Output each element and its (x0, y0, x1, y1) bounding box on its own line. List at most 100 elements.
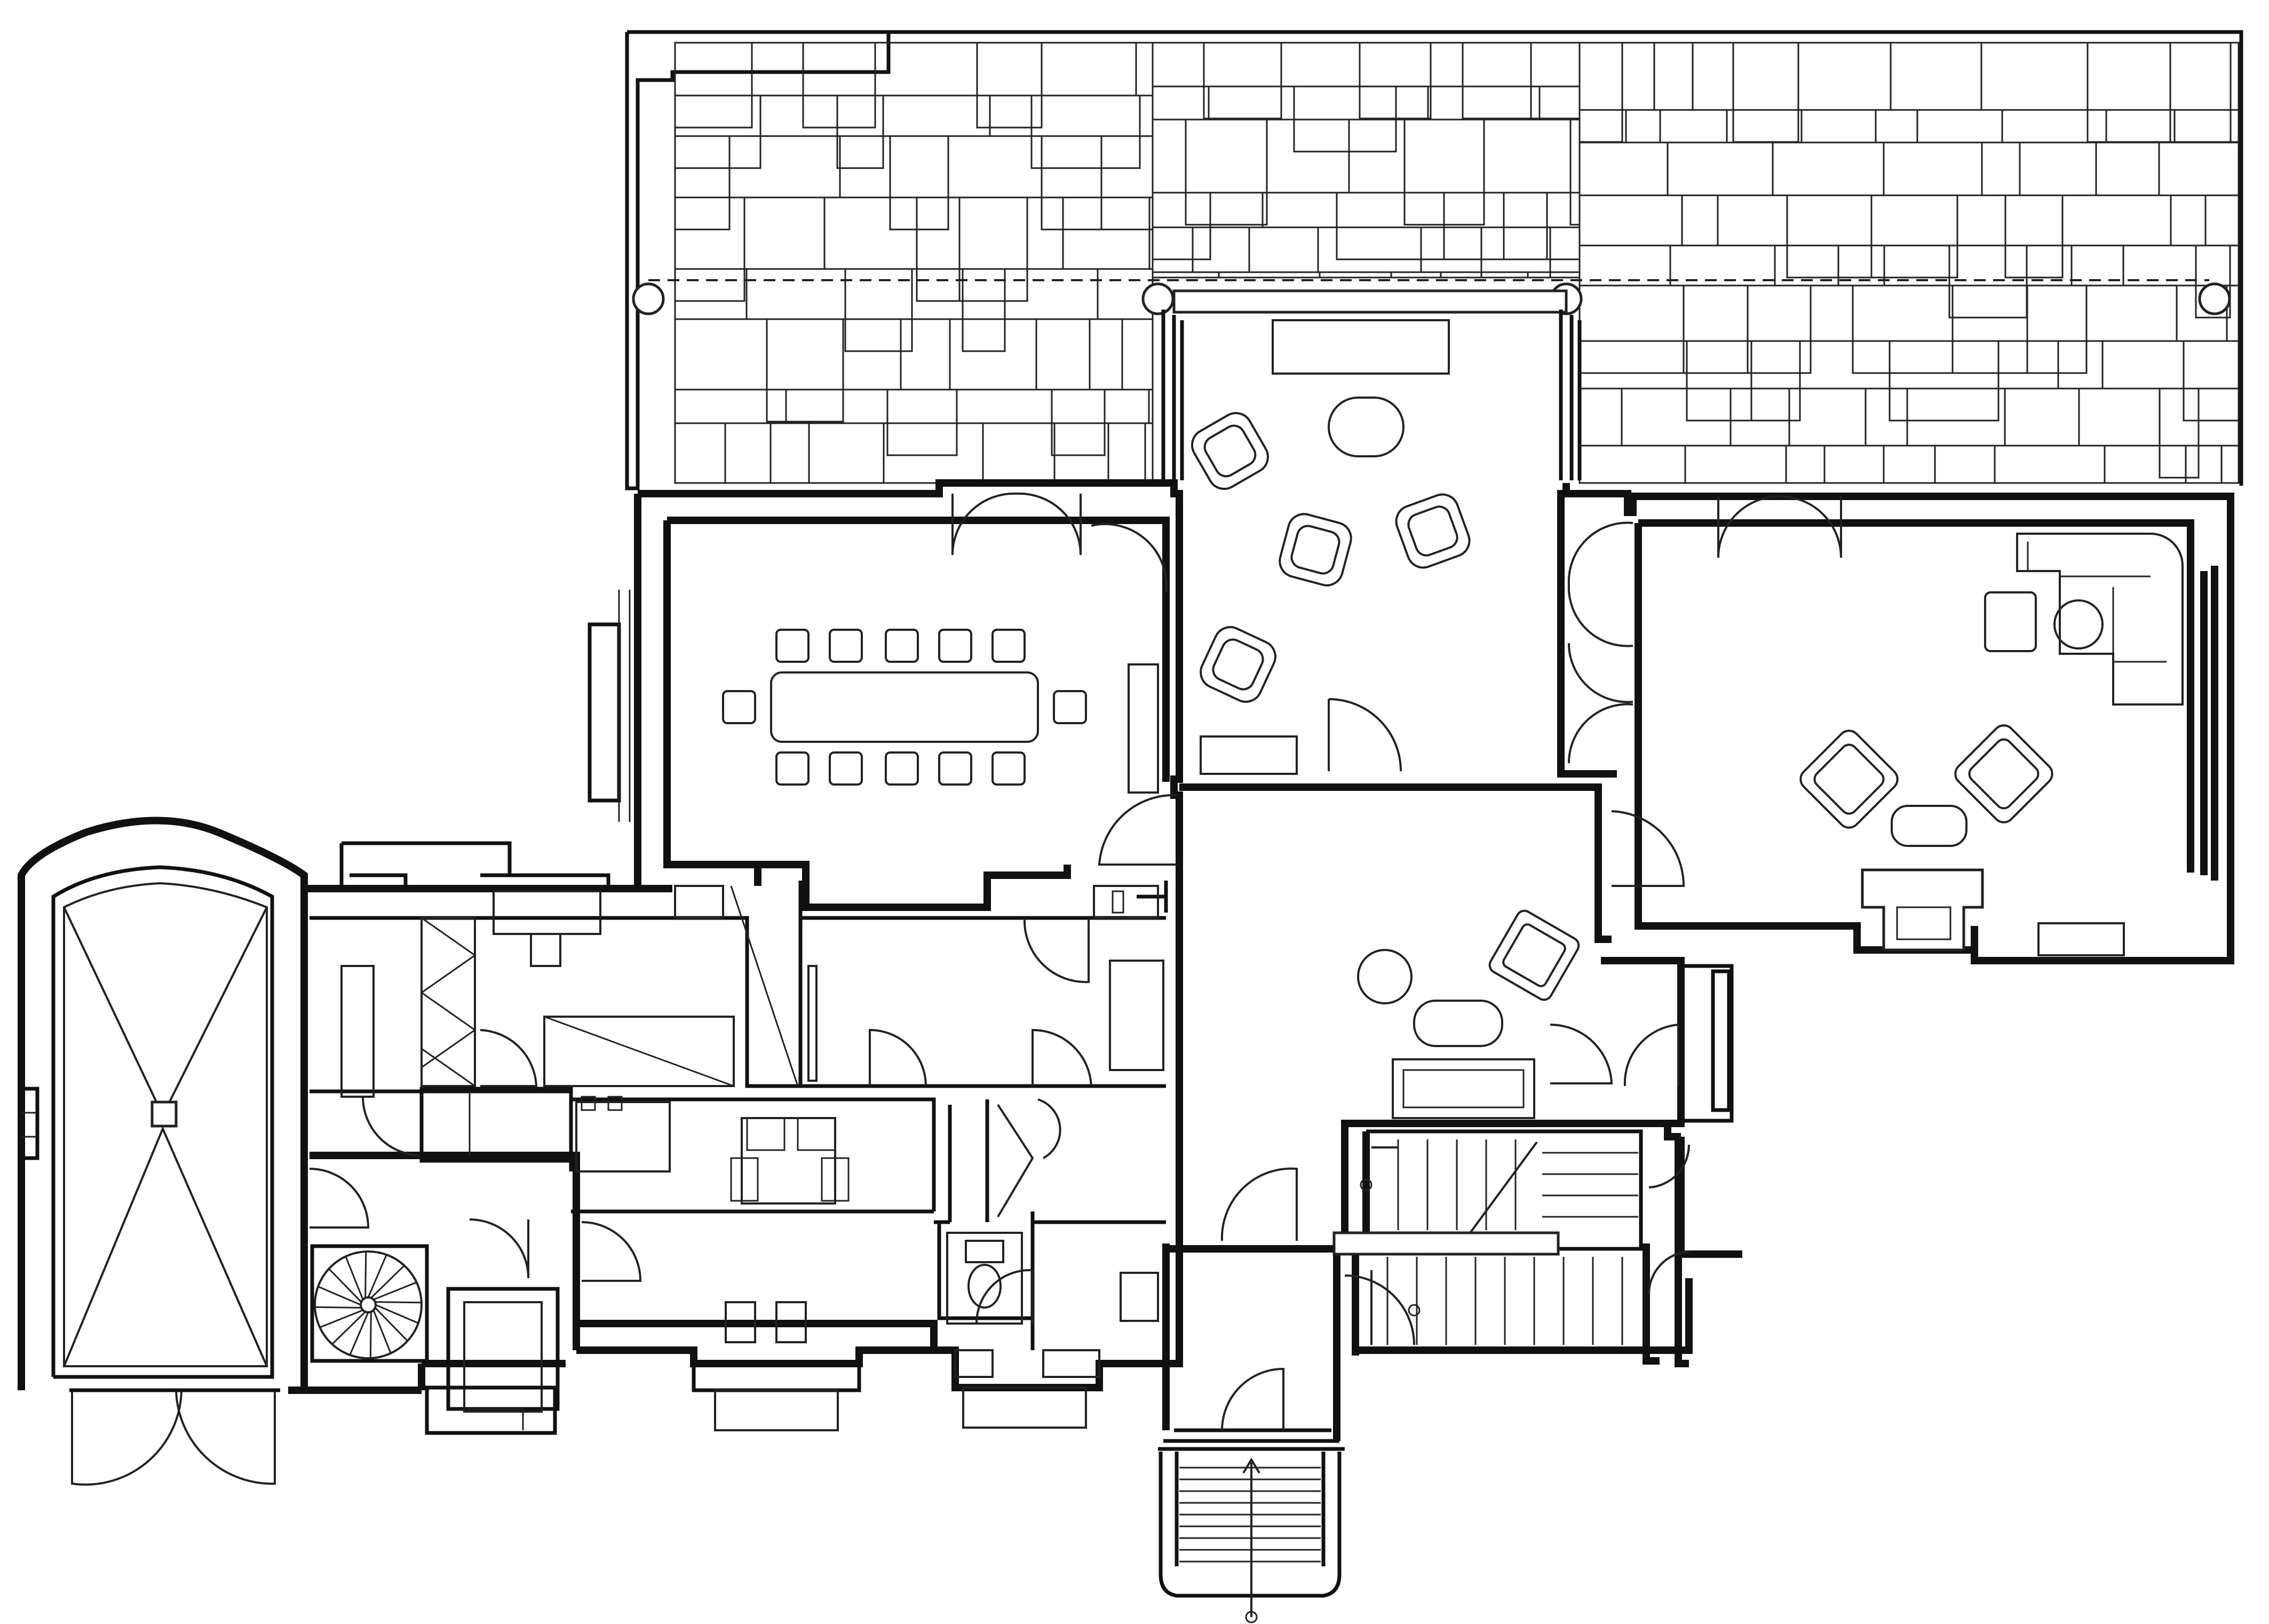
newel-post (1360, 1178, 1372, 1191)
spiral-tread (370, 1265, 405, 1299)
flagstone (1981, 141, 2021, 196)
door-swing (1647, 1144, 1691, 1295)
door-swing (1717, 495, 1780, 558)
door-swing (1091, 523, 1168, 593)
flagstone (2001, 109, 2107, 144)
flagstone (724, 422, 772, 484)
hall-bench-seat (1402, 1069, 1525, 1108)
flagstone (1956, 194, 2006, 247)
door-swing (997, 1104, 1034, 1218)
side-table (2053, 599, 2104, 649)
stove (725, 1301, 756, 1343)
spiral-tread (373, 1281, 417, 1301)
flagstone (674, 135, 731, 231)
flagstone (1823, 445, 1885, 484)
door-swing (1567, 521, 1633, 764)
door-swing (362, 1096, 423, 1157)
flagstone (1686, 340, 1752, 422)
door-swing (869, 1028, 927, 1087)
flagstone (882, 94, 991, 137)
chair (730, 1157, 759, 1202)
spiral-stair-well (310, 1244, 429, 1363)
flagstone (1139, 94, 1154, 137)
door-swing (1023, 917, 1090, 984)
armchair (1984, 591, 2037, 652)
dining-table (770, 671, 1039, 743)
dining-chair (775, 751, 810, 786)
flagstone (1889, 340, 2000, 422)
flagstone (1336, 192, 1445, 260)
flagstone (1203, 42, 1282, 120)
coffee-table (1891, 805, 1967, 847)
dining-chairs (722, 629, 1087, 786)
armchair (1395, 493, 1471, 569)
flagstone (1578, 109, 1627, 144)
flagstone (1578, 340, 1688, 390)
flagstone (1026, 196, 1064, 270)
kitchen-table (741, 1117, 836, 1205)
door-swing (1611, 810, 1685, 887)
dining-chair (991, 751, 1026, 786)
flagstone (874, 42, 978, 97)
flagstone (1041, 42, 1137, 97)
loggia-bench (1272, 319, 1450, 375)
flagstone (1152, 271, 1220, 279)
door-swing (469, 1218, 529, 1279)
flagstone (2159, 387, 2200, 479)
flagstone (1994, 445, 2106, 484)
living-room (1567, 495, 2184, 956)
flagstone (2057, 340, 2104, 390)
door-swing (1328, 698, 1402, 772)
flagstone (823, 196, 918, 270)
flagstone (1906, 387, 2006, 447)
flagstone (674, 42, 753, 129)
spiral-tread (349, 1312, 369, 1356)
flagstone (1732, 42, 1799, 143)
flagstone (916, 196, 961, 302)
dining-chair (885, 751, 919, 786)
cabinet-knob (607, 1096, 623, 1111)
flagstone (674, 268, 748, 320)
door-swing (1098, 794, 1177, 866)
flagstone (1786, 194, 1873, 279)
loggia-table (1328, 397, 1405, 457)
door-swing (1221, 1367, 1284, 1431)
flagstone (1089, 318, 1123, 391)
flagstone (836, 94, 884, 169)
flagstone (2101, 340, 2185, 390)
flagstone (883, 422, 984, 484)
flagstone (982, 422, 1056, 484)
flagstone (1800, 109, 1877, 144)
vault-boss (150, 1100, 178, 1128)
flagstone (1530, 42, 1581, 120)
flagstone (842, 318, 902, 391)
door-swing (1623, 1023, 1679, 1087)
bay-window (2037, 922, 2125, 956)
dining-chair (885, 629, 919, 663)
loggia-bench (1200, 735, 1298, 775)
flagstone (947, 135, 1043, 199)
door-swing (1779, 495, 1842, 558)
flagstone (2085, 284, 2178, 342)
flagstone (1569, 118, 1581, 226)
flagstone (2004, 194, 2064, 279)
flagstone (2197, 387, 2240, 447)
flagstone (1248, 226, 1319, 273)
flagstone (2019, 141, 2097, 196)
staircase (1332, 1129, 1691, 1345)
spiral-tread (367, 1254, 387, 1298)
dining-chair (722, 690, 756, 724)
garden-pavilion (18, 817, 308, 1486)
flagstone (1934, 445, 1996, 484)
flagstone (956, 389, 1053, 424)
flagstone (1875, 109, 1918, 144)
spiral-tread (331, 1311, 366, 1345)
flagstone (1916, 109, 2003, 144)
flagstone (1726, 109, 1803, 144)
spiral-tread (345, 1256, 364, 1300)
side-table (1357, 949, 1413, 1004)
armchair (1488, 909, 1580, 1001)
flagstone (1980, 42, 2089, 111)
central-hall (1220, 909, 1734, 1241)
entry-step-treads (1179, 1467, 1321, 1563)
